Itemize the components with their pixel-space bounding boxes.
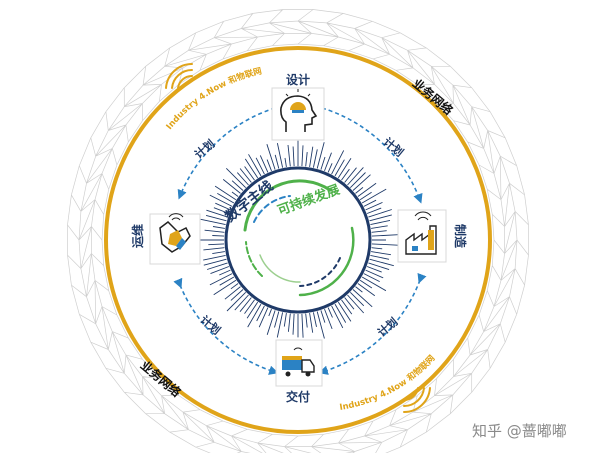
arc-operations-delivery xyxy=(173,277,279,375)
factory-icon xyxy=(405,211,437,255)
head-bulb-icon xyxy=(280,89,318,132)
truck-icon xyxy=(282,347,315,377)
plan-arcs xyxy=(173,101,427,375)
arc-manufacturing-delivery xyxy=(318,272,427,375)
operations-node xyxy=(149,213,201,265)
operations-label: 运维 xyxy=(130,224,145,248)
wrench-gear-icon xyxy=(159,213,191,253)
arc-design-manufacturing xyxy=(315,101,423,204)
design-label: 设计 xyxy=(286,72,310,87)
sustainability-arcs xyxy=(243,179,355,297)
delivery-node xyxy=(275,339,323,387)
manufacturing-label: 制造 xyxy=(453,224,468,249)
watermark: 知乎 @蔷嘟嘟 xyxy=(472,422,567,440)
wifi-icon xyxy=(403,387,431,414)
design-node xyxy=(271,87,325,141)
radial-spikes xyxy=(196,140,399,339)
digital-thread-ring xyxy=(224,166,372,314)
wifi-icon xyxy=(165,62,193,89)
gold-ring xyxy=(104,46,492,434)
manufacturing-node xyxy=(397,209,447,263)
delivery-label: 交付 xyxy=(286,389,310,404)
arc-design-operations xyxy=(177,101,282,200)
geodesic-mesh-ring xyxy=(67,9,529,453)
